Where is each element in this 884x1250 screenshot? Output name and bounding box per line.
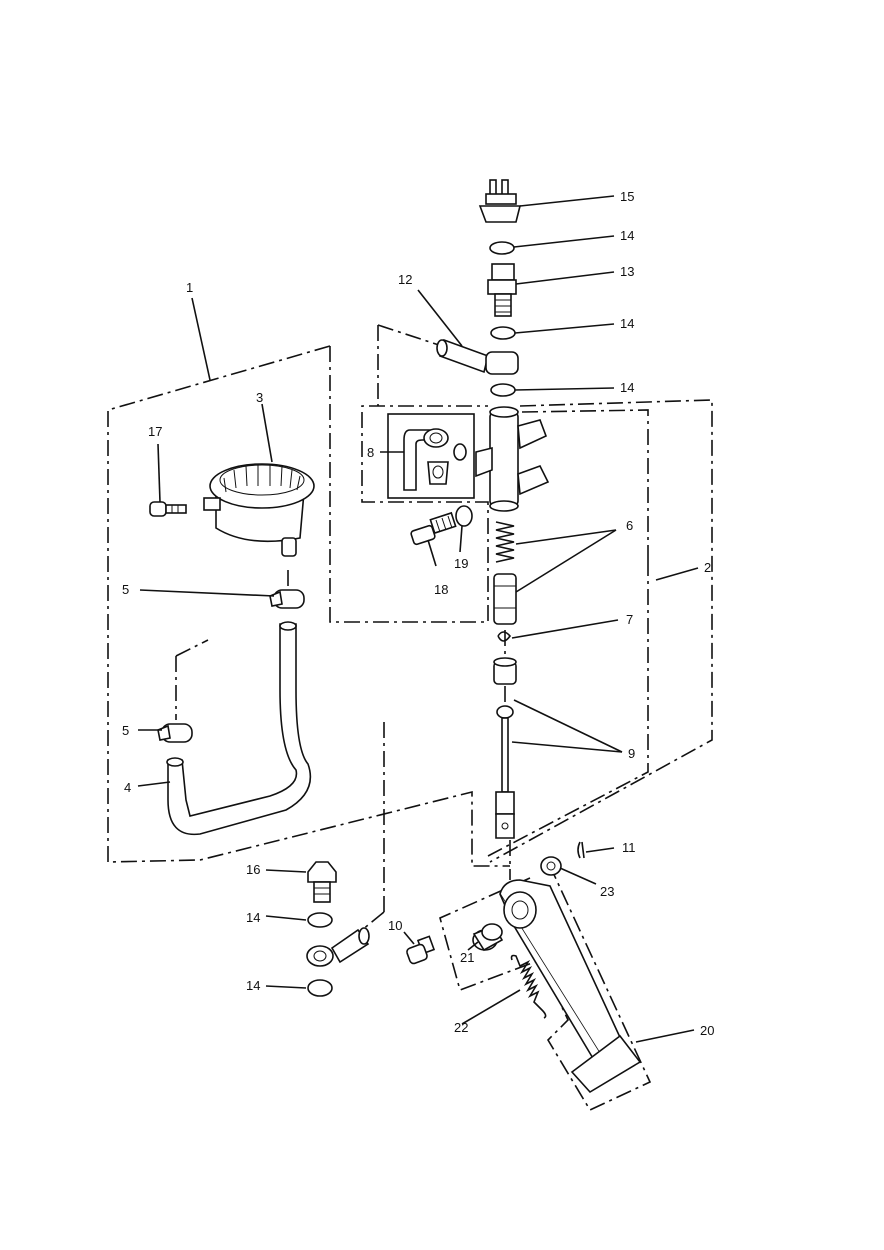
callout-1: 1 (186, 280, 193, 295)
callout-14d: 14 (246, 910, 260, 925)
circlip-7 (497, 631, 512, 642)
washer-14-bottom (307, 979, 333, 997)
hose-clip-5-lower (157, 723, 193, 743)
brake-pedal-20 (499, 879, 642, 1094)
callout-7: 7 (626, 612, 633, 627)
callout-23: 23 (600, 884, 614, 899)
callout-14c: 14 (620, 380, 634, 395)
callout-8: 8 (367, 445, 374, 460)
callout-11: 11 (622, 840, 636, 855)
bolt-18 (410, 511, 457, 546)
screw-17 (149, 501, 187, 517)
callout-10: 10 (388, 918, 402, 933)
callout-3: 3 (256, 390, 263, 405)
callout-12: 12 (398, 272, 412, 287)
callout-22: 22 (454, 1020, 468, 1035)
master-cylinder-body (475, 406, 550, 512)
reservoir-hose-4 (166, 621, 312, 836)
callout-21: 21 (460, 950, 474, 965)
callout-14b: 14 (620, 316, 634, 331)
assembly-outline-reservoir (107, 345, 510, 867)
washer-23 (540, 856, 562, 876)
pivot-bolt-10 (406, 935, 436, 965)
seal-kit-8 (387, 413, 475, 499)
split-pin-11 (577, 841, 585, 859)
assembly-outline-master-cylinder (377, 324, 713, 863)
callout-16: 16 (246, 862, 260, 877)
fluid-reservoir-3 (203, 463, 315, 557)
axis-lines (175, 570, 511, 931)
spring-6 (495, 521, 515, 563)
callout-2: 2 (704, 560, 711, 575)
lower-banjo-union (306, 927, 370, 967)
adaptor-13 (487, 263, 517, 317)
callout-13: 13 (620, 264, 634, 279)
callout-6: 6 (626, 518, 633, 533)
callout-labels: 15 14 13 12 1 14 14 3 17 8 6 19 2 18 5 7… (122, 189, 714, 1038)
callout-14a: 14 (620, 228, 634, 243)
pushrod-boot-9 (493, 657, 517, 685)
banjo-union-12 (436, 338, 519, 375)
callout-19: 19 (454, 556, 468, 571)
callout-9: 9 (628, 746, 635, 761)
callout-5b: 5 (122, 723, 129, 738)
washer-14-mid (490, 326, 516, 340)
callout-4: 4 (124, 780, 131, 795)
callout-5a: 5 (122, 582, 129, 597)
leader-lines (137, 195, 699, 1043)
assembly-outline-pedal (439, 865, 652, 1112)
callout-20: 20 (700, 1023, 714, 1038)
piston-6 (493, 573, 517, 625)
callout-14e: 14 (246, 978, 260, 993)
bush-21 (472, 923, 504, 952)
return-spring-22 (510, 954, 547, 1019)
washer-14-top (489, 241, 515, 255)
hose-clip-5-upper (269, 589, 305, 609)
banjo-bolt-16 (307, 861, 337, 903)
washer-14-lower-banjo-top (307, 912, 333, 928)
pressure-switch-15 (478, 179, 522, 223)
pushrod-9 (495, 705, 515, 839)
washer-14-lower (490, 383, 516, 397)
callout-15: 15 (620, 189, 634, 204)
washer-19 (455, 505, 473, 527)
callout-18: 18 (434, 582, 448, 597)
callout-17: 17 (148, 424, 162, 439)
